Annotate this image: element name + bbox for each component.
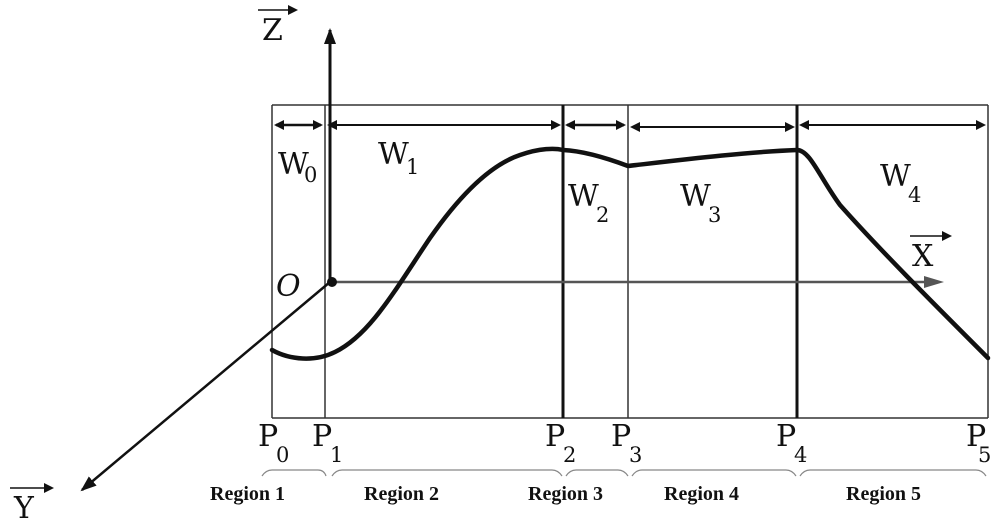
y-axis-line	[80, 281, 331, 492]
width-label-w4: W 4	[880, 159, 921, 207]
p1-sub: 1	[330, 443, 343, 467]
region-brace-2	[331, 469, 563, 477]
region-label-3: Region 3	[528, 483, 603, 505]
p0-sub: 0	[276, 443, 289, 467]
region-brace-5	[799, 469, 987, 477]
width-label-w0: W 0	[278, 147, 317, 187]
p4-sub: 4	[794, 443, 807, 467]
w2-sub: 2	[596, 203, 609, 227]
p3-base: P	[611, 419, 631, 454]
point-label-p0: P 0	[258, 419, 289, 467]
region-label-4: Region 4	[664, 483, 739, 505]
p2-base: P	[545, 419, 565, 454]
p3-sub: 3	[629, 443, 642, 467]
point-label-p1: P 1	[312, 419, 343, 467]
z-label-text: Z	[262, 13, 283, 48]
width-label-w2: W 2	[568, 179, 609, 227]
w0-sub: 0	[304, 163, 317, 187]
origin-label: O	[276, 269, 301, 304]
profile-curve	[269, 146, 991, 361]
region-label-2: Region 2	[364, 483, 439, 505]
p0-base: P	[258, 419, 278, 454]
origin-dot	[327, 277, 337, 287]
w1-sub: 1	[406, 155, 419, 179]
p5-base: P	[966, 419, 986, 454]
point-label-p4: P 4	[776, 419, 807, 467]
p5-sub: 5	[978, 443, 991, 467]
point-label-p2: P 2	[545, 419, 576, 467]
w2-base: W	[568, 179, 599, 214]
x-axis-arrowhead	[924, 276, 944, 288]
w4-base: W	[880, 159, 911, 194]
region-label-5: Region 5	[846, 483, 921, 505]
p4-base: P	[776, 419, 796, 454]
region-brace-3	[565, 469, 629, 477]
w0-base: W	[278, 147, 309, 182]
z-axis-label: Z	[258, 5, 298, 48]
point-label-p5: P 5	[966, 419, 991, 467]
y-axis-label: Y	[10, 483, 54, 526]
region-label-1: Region 1	[210, 483, 285, 505]
p2-sub: 2	[563, 443, 576, 467]
x-label-text: X	[912, 239, 934, 274]
y-label-text: Y	[13, 491, 35, 526]
w1-base: W	[378, 137, 409, 172]
w3-sub: 3	[708, 203, 721, 227]
w4-sub: 4	[908, 183, 921, 207]
width-label-w3: W 3	[680, 179, 721, 227]
width-label-w1: W 1	[378, 137, 419, 179]
region-brace-4	[631, 469, 797, 477]
point-label-p3: P 3	[611, 419, 642, 467]
region-brace-1	[261, 469, 327, 477]
w3-base: W	[680, 179, 711, 214]
x-axis-label: X	[910, 231, 952, 274]
p1-base: P	[312, 419, 332, 454]
